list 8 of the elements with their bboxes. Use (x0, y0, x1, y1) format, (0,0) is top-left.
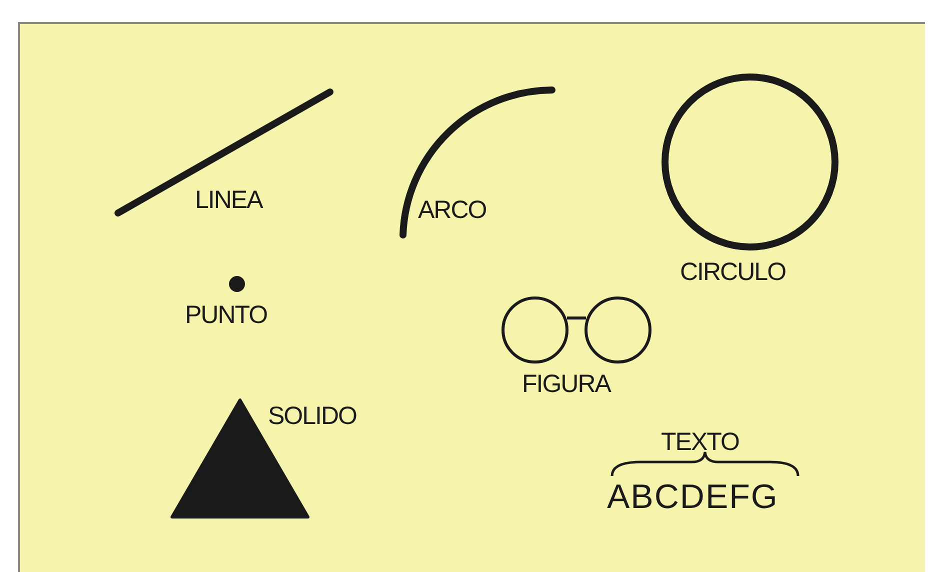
shape-label: PUNTO (185, 303, 268, 328)
shape-label: LINEA (195, 188, 262, 213)
shape-label: FIGURA (522, 372, 610, 397)
sample-text: ABCDEFG (607, 480, 778, 514)
shape-label: CIRCULO (680, 260, 786, 285)
shape-label: TEXTO (661, 430, 739, 455)
shape-label: ARCO (418, 198, 486, 223)
shape-label: SOLIDO (268, 404, 356, 429)
